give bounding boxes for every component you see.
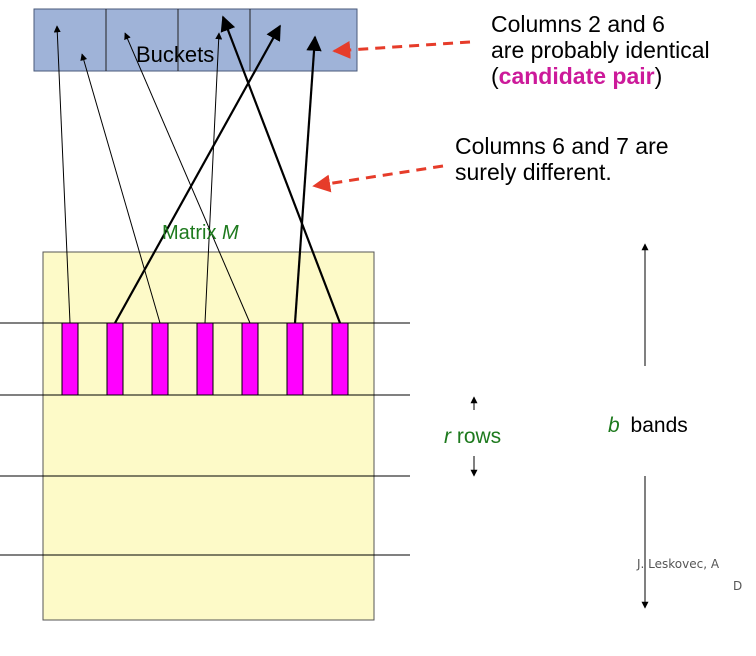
column-1 [61,322,79,396]
hash-arrow-col4 [204,32,223,324]
candidate-pointer [332,40,471,59]
matrix-label-prefix: Matrix [162,222,217,244]
band-columns [61,322,349,396]
column-4 [196,322,214,396]
candidate-annotation: Columns 2 and 6 are probably identical (… [491,11,710,89]
hash-arrows [53,15,342,324]
bands-var: b [608,414,620,437]
different-pointer [312,164,444,193]
credit-line-2: D [733,579,743,593]
matrix-label: Matrix M [162,222,239,245]
hash-arrow-col7 [220,15,342,324]
column-5 [241,322,259,396]
candidate-line-2: are probably identical [491,37,710,63]
rows-text: rows [456,425,502,448]
buckets-label: Buckets [136,42,215,67]
buckets-box [33,8,358,72]
different-line-1: Columns 6 and 7 are [455,133,669,159]
bands-text: bands [630,414,688,437]
hash-arrow-col5 [124,32,251,324]
paren-open: ( [491,63,499,89]
rows-label: r rows [444,425,501,449]
hash-arrow-col6 [293,35,322,324]
candidate-line-3: (candidate pair) [491,63,710,89]
candidate-line-1: Columns 2 and 6 [491,11,665,37]
different-line-2: surely different. [455,159,612,185]
rows-var: r [444,425,451,448]
different-annotation: Columns 6 and 7 are surely different. [455,133,669,185]
column-7 [331,322,349,396]
annotation-arrows [312,40,471,193]
hash-arrow-col1 [53,25,71,324]
paren-close: ) [654,63,663,89]
column-2 [106,322,124,396]
matrix-label-var: M [222,222,239,244]
column-6 [286,322,304,396]
bands-label: b bands [608,414,688,438]
matrix-box [42,251,375,621]
hash-arrow-col3 [80,53,161,324]
column-3 [151,322,169,396]
candidate-pair-highlight: candidate pair [498,63,655,89]
hash-arrow-col2 [114,24,281,324]
credit-line-1: J. Leskovec, A [637,557,720,571]
